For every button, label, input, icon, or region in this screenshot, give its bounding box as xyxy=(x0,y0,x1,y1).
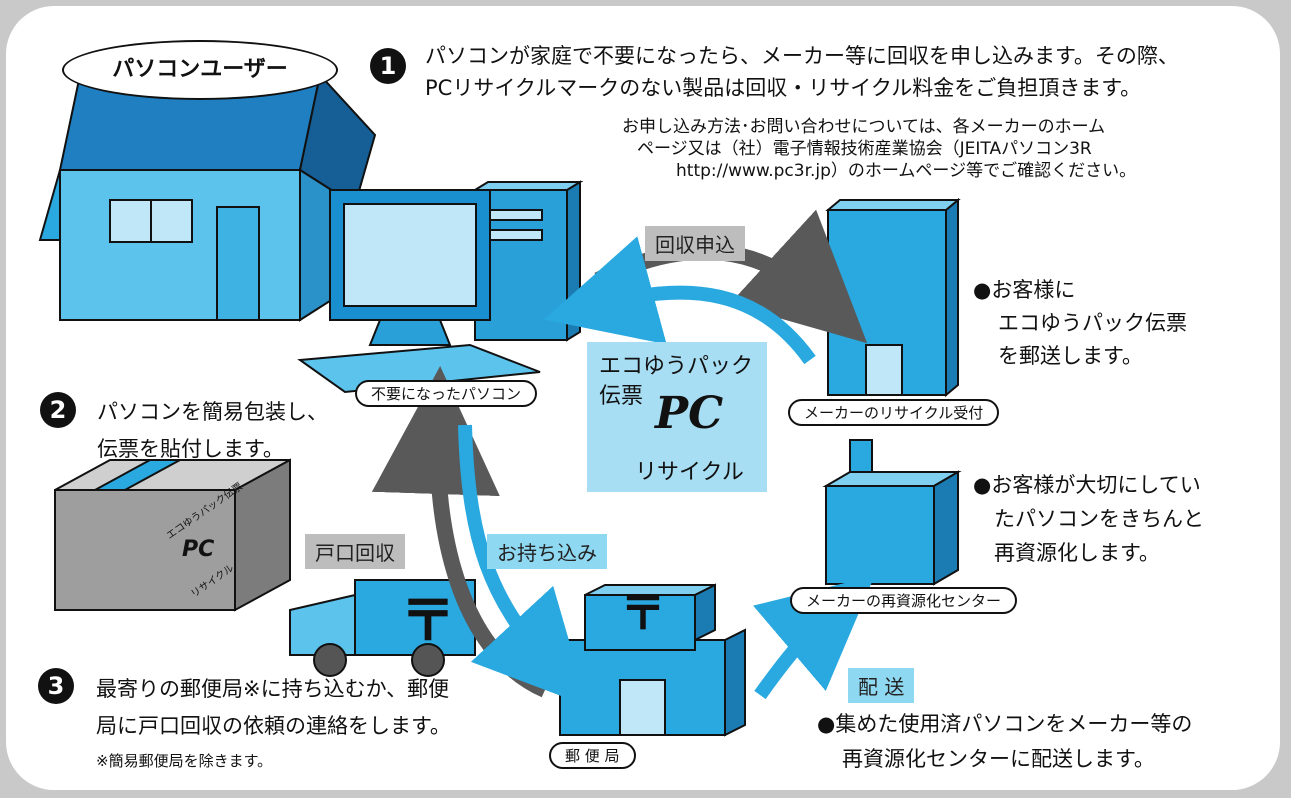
step-3-line-2: 局に戸口回収の依頼の連絡をします。 xyxy=(96,714,451,738)
truck-illustration xyxy=(289,579,476,677)
delivery-bullet-1: ●集めた使用済パソコンをメーカー等の xyxy=(817,712,1193,736)
box-label-mark: PC xyxy=(182,537,215,562)
recycling-center-pill: メーカーの再資源化センター xyxy=(790,587,1018,614)
user-label: パソコンユーザー xyxy=(62,40,338,100)
step-1-line-2: PCリサイクルマークのない製品は回収・リサイクル料金をご負担頂きます。 xyxy=(425,76,1142,100)
eco-slip-title: エコゆうパック xyxy=(599,354,754,379)
door-collection-label: 戸口回収 xyxy=(305,534,405,569)
post-office-pill: 郵 便 局 xyxy=(549,742,636,769)
collection-request-label: 回収申込 xyxy=(645,226,745,261)
eco-slip-subtitle: 伝票 xyxy=(599,384,644,409)
step-2-line-1: パソコンを簡易包装し、 xyxy=(97,400,328,424)
step-3-badge: 3 xyxy=(38,668,74,704)
arrow-slip-to-user xyxy=(543,236,816,365)
step-1-badge: 1 xyxy=(370,48,406,84)
info-line-2: ページ又は（社）電子情報技術産業協会（JEITAパソコン3R xyxy=(637,139,1092,159)
info-line-1: お申し込み方法･お問い合わせについては、各メーカーのホーム xyxy=(622,117,1106,137)
truck-post-symbol: 〒 xyxy=(400,589,456,654)
pc-recycle-mark: PC xyxy=(655,388,724,439)
maker-building xyxy=(825,197,961,398)
package-box xyxy=(54,458,291,612)
recycling-center-bullet-1: ●お客様が大切にしてい xyxy=(973,473,1201,497)
house-illustration xyxy=(38,72,377,322)
delivery-label: 配 送 xyxy=(848,668,915,703)
step-2-badge: 2 xyxy=(40,392,76,428)
step-2-line-2: 伝票を貼付します。 xyxy=(97,437,284,461)
recycling-center-bullet-2: たパソコンをきちんと xyxy=(994,507,1204,531)
eco-slip-recycle: リサイクル xyxy=(635,460,744,485)
bring-in-label: お持ち込み xyxy=(487,534,607,569)
post-office-symbol: 〒 xyxy=(620,586,666,640)
step-3-line-1: 最寄りの郵便局※に持ち込むか、郵便 xyxy=(96,677,450,701)
maker-reception-bullet-3: を郵送します。 xyxy=(998,344,1143,368)
arrow-bring-in xyxy=(458,424,588,707)
recycling-center-bullet-3: 再資源化します。 xyxy=(994,541,1160,565)
recycling-center-building xyxy=(822,439,962,586)
maker-reception-bullet-2: エコゆうパック伝票 xyxy=(998,311,1187,335)
delivery-bullet-2: 再資源化センターに配送します。 xyxy=(842,747,1155,771)
info-line-3: http://www.pc3r.jp）のホームページ等でご確認ください。 xyxy=(676,161,1137,181)
step-1-line-1: パソコンが家庭で不要になったら、メーカー等に回収を申し込みます。その際、 xyxy=(425,44,1179,68)
maker-reception-pill: メーカーのリサイクル受付 xyxy=(788,399,1000,426)
arrow-delivery xyxy=(753,575,875,700)
unused-pc-pill: 不要になったパソコン xyxy=(355,380,538,407)
maker-reception-bullet-1: ●お客様に xyxy=(973,278,1076,302)
post-office-building xyxy=(559,583,746,737)
eco-slip-box: エコゆうパック 伝票 PC リサイクル xyxy=(587,342,767,492)
step-3-note: ※簡易郵便局を除きます。 xyxy=(96,752,273,770)
